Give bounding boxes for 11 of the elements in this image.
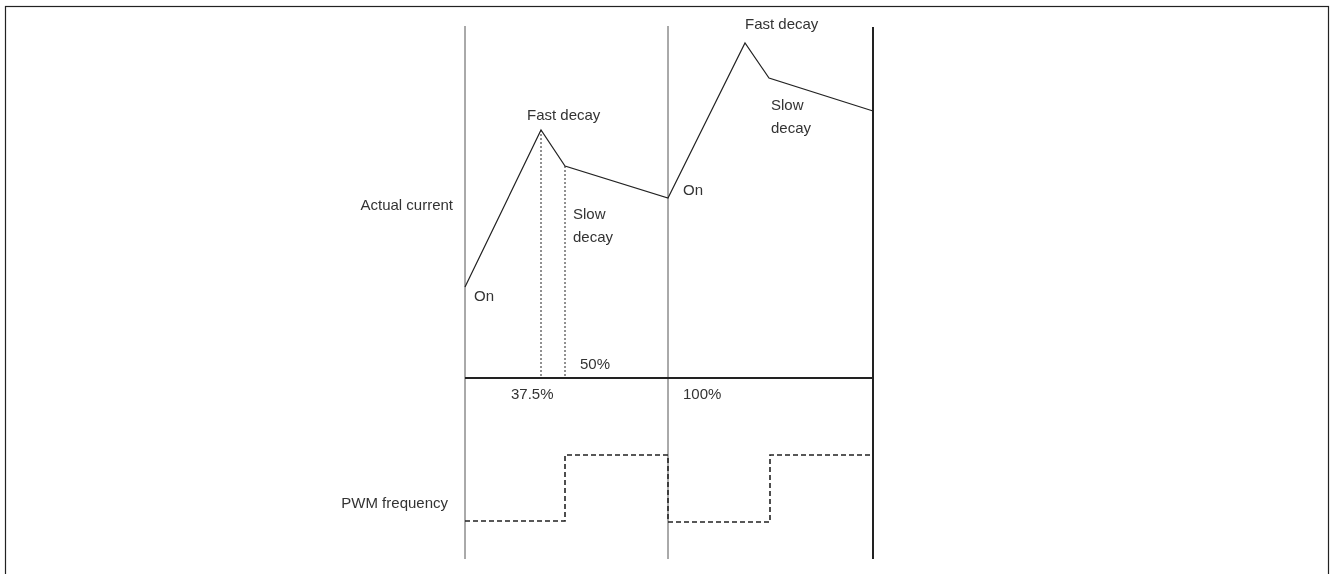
annotation-label: Slow decay bbox=[771, 95, 813, 138]
annotation-label: On bbox=[474, 286, 494, 306]
percentage-label: 50% bbox=[580, 354, 611, 374]
percentage-label: 100% bbox=[683, 384, 722, 404]
percentage-label: 37.5% bbox=[511, 384, 554, 404]
signal-label: Actual current bbox=[359, 195, 453, 215]
annotation-label: Fast decay bbox=[527, 105, 601, 125]
annotation-label: Fast decay bbox=[745, 14, 819, 34]
annotation-label: Slow decay bbox=[573, 204, 615, 247]
annotation-label: On bbox=[683, 180, 703, 200]
signal-label: PWM frequency bbox=[340, 493, 448, 513]
